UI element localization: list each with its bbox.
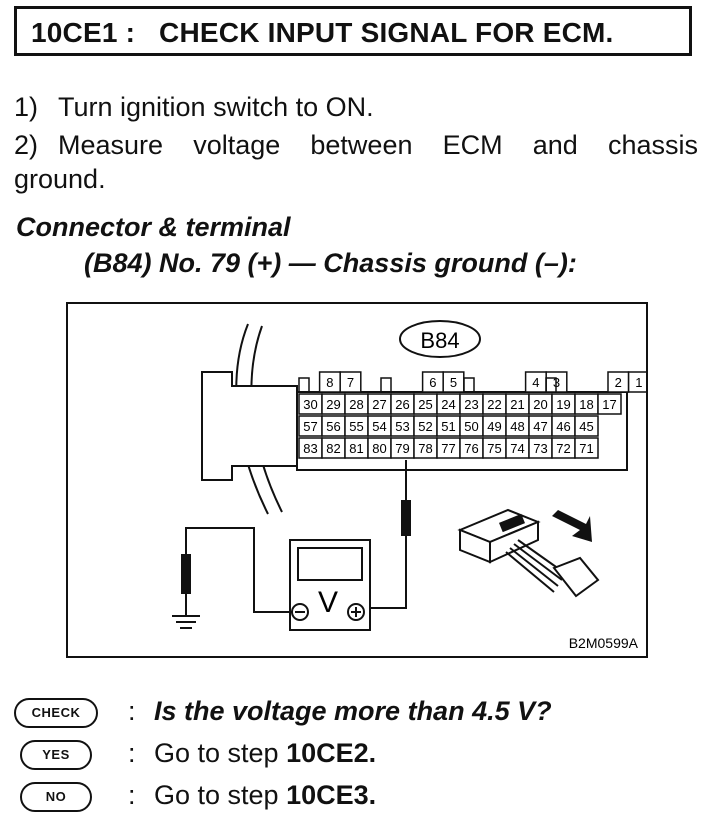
- pin-30: 30: [303, 397, 317, 412]
- step-2: 2) Measure voltage between ECM and chassi…: [14, 128, 698, 162]
- probe-minus: [181, 554, 191, 594]
- pin-18: 18: [579, 397, 593, 412]
- connector-housing-back: [201, 371, 298, 481]
- yes-go-to: Go to step: [154, 738, 279, 768]
- pin-19: 19: [556, 397, 570, 412]
- step-1: 1) Turn ignition switch to ON.: [14, 90, 374, 124]
- pin-17-cell: [597, 393, 622, 415]
- pin-71: 71: [579, 441, 593, 456]
- pin-8: 8: [326, 375, 333, 390]
- pin-28: 28: [349, 397, 363, 412]
- probe-plus: [401, 500, 411, 536]
- no-go-to: Go to step: [154, 780, 279, 810]
- pin-22: 22: [487, 397, 501, 412]
- connector-terminal-detail: (B84) No. 79 (+) — Chassis ground (–):: [84, 248, 577, 278]
- ground-icon: [172, 615, 200, 629]
- pin-17: 17: [602, 397, 616, 412]
- pin-79: 79: [395, 441, 409, 456]
- pin-50: 50: [464, 419, 478, 434]
- pin-2: 2: [615, 375, 622, 390]
- no-step: 10CE3.: [286, 780, 377, 810]
- connector-sketch-icon: [457, 508, 600, 598]
- pin-5: 5: [450, 375, 457, 390]
- voltmeter-display: [297, 547, 363, 581]
- pin-1-cell: [627, 371, 646, 393]
- pin-82: 82: [326, 441, 340, 456]
- step-title: 10CE1 : CHECK INPUT SIGNAL FOR ECM.: [31, 17, 614, 48]
- pin-78: 78: [418, 441, 432, 456]
- probe-lead-minus: [185, 527, 292, 613]
- figure-code: B2M0599A: [569, 635, 639, 651]
- yes-badge: YES: [20, 740, 92, 770]
- pin-21: 21: [510, 397, 524, 412]
- pin-56: 56: [326, 419, 340, 434]
- pin-20: 20: [533, 397, 547, 412]
- pin-55: 55: [349, 419, 363, 434]
- pin-46: 46: [556, 419, 570, 434]
- pin-76: 76: [464, 441, 478, 456]
- pin-1: 1: [635, 375, 642, 390]
- latch-notches: [298, 377, 557, 392]
- no-badge: NO: [20, 782, 92, 812]
- pin-53: 53: [395, 419, 409, 434]
- pin-52: 52: [418, 419, 432, 434]
- step-1-number: 1): [14, 92, 39, 122]
- pin-27: 27: [372, 397, 386, 412]
- pin-7: 7: [347, 375, 354, 390]
- pin-45-cell: [574, 415, 599, 437]
- step-2-number: 2): [14, 130, 39, 160]
- check-colon: :: [128, 696, 136, 726]
- pin-75: 75: [487, 441, 501, 456]
- pin-6: 6: [429, 375, 436, 390]
- pin-83: 83: [303, 441, 317, 456]
- connector-label-ellipse: [399, 320, 481, 358]
- yes-step: 10CE2.: [286, 738, 377, 768]
- pin-4: 4: [532, 375, 539, 390]
- connector-label: B84: [420, 328, 459, 353]
- arrow-icon: [552, 510, 592, 542]
- step-2-text-line2: ground.: [14, 164, 106, 194]
- pin-26: 26: [395, 397, 409, 412]
- pin-7-cell: [339, 371, 362, 393]
- pin-48: 48: [510, 419, 524, 434]
- step-2-text-line1: Measure voltage between ECM and chassis: [58, 130, 698, 160]
- step-1-text: Turn ignition switch to ON.: [58, 92, 374, 122]
- check-badge: CHECK: [14, 698, 98, 728]
- pin-77: 77: [441, 441, 455, 456]
- yes-colon: :: [128, 738, 136, 768]
- pin-49: 49: [487, 419, 501, 434]
- pin-73: 73: [533, 441, 547, 456]
- pin-24: 24: [441, 397, 455, 412]
- yes-answer: Go to step 10CE2.: [154, 738, 376, 769]
- check-question: Is the voltage more than 4.5 V?: [154, 696, 552, 726]
- pin-29: 29: [326, 397, 340, 412]
- pin-47: 47: [533, 419, 547, 434]
- pin-51: 51: [441, 419, 455, 434]
- pin-45: 45: [579, 419, 593, 434]
- pin-23: 23: [464, 397, 478, 412]
- pin-25: 25: [418, 397, 432, 412]
- no-colon: :: [128, 780, 136, 810]
- voltmeter-symbol: V: [318, 586, 338, 619]
- probe-lead-plus: [368, 536, 407, 609]
- pin-57: 57: [303, 419, 317, 434]
- connector-terminal-heading: Connector & terminal: [16, 212, 291, 242]
- step-title-box: 10CE1 : CHECK INPUT SIGNAL FOR ECM.: [14, 6, 692, 56]
- no-answer: Go to step 10CE3.: [154, 780, 376, 811]
- pin-72: 72: [556, 441, 570, 456]
- pin-71-cell: [574, 437, 599, 459]
- pin-81: 81: [349, 441, 363, 456]
- pin-74: 74: [510, 441, 524, 456]
- pin-54: 54: [372, 419, 386, 434]
- pin-80: 80: [372, 441, 386, 456]
